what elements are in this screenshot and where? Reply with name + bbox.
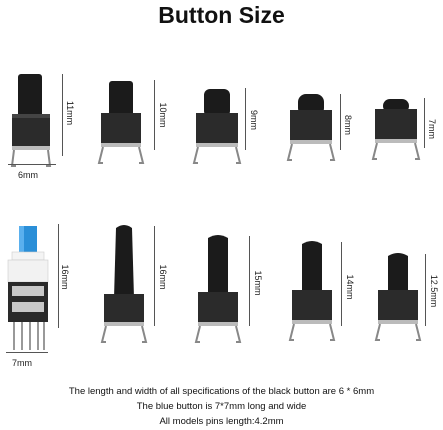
tact-switch-7mm (371, 99, 421, 160)
caption-black-button-size: The length and width of all specificatio… (68, 386, 375, 397)
height-label-16mm: 16mm (158, 264, 168, 290)
tact-switch-8mm (286, 94, 336, 161)
dim-line-blue-16mm (58, 224, 59, 328)
blue-self-lock-switch (7, 226, 49, 350)
tact-switch-15mm (194, 235, 242, 343)
height-label-15mm: 15mm (253, 270, 263, 296)
tact-switch-9mm (192, 89, 242, 164)
height-label-14mm: 14mm (345, 274, 355, 300)
tact-switch-16mm (100, 225, 148, 343)
height-label-12-5mm: 12.5mm (429, 274, 439, 308)
dim-line-7mm (424, 98, 425, 148)
width-label-7mm: 7mm (12, 358, 32, 368)
tact-switch-14mm (288, 241, 336, 341)
caption-blue-button-size: The blue button is 7*7mm long and wide (136, 401, 307, 412)
width-label-6mm: 6mm (18, 170, 38, 180)
width-line-7mm (6, 352, 48, 353)
height-label-11mm: 11mm (65, 100, 75, 126)
dim-line-9mm (245, 88, 246, 150)
tact-switch-10mm (97, 81, 145, 164)
height-label-8mm: 8mm (343, 115, 353, 135)
dim-line-15mm (249, 236, 250, 326)
height-label-7mm: 7mm (427, 119, 437, 139)
dim-line-12-5mm (425, 254, 426, 326)
page-title: Button Size (158, 2, 285, 28)
dim-line-14mm (341, 242, 342, 326)
height-label-9mm: 9mm (249, 110, 259, 130)
dim-line-16mm (154, 226, 155, 326)
width-line-6mm (8, 164, 56, 165)
dim-line-11mm (62, 74, 63, 156)
height-label-blue-16mm: 16mm (60, 264, 70, 290)
caption-pin-length: All models pins length:4.2mm (159, 416, 284, 427)
tact-switch-12-5mm (374, 253, 422, 341)
dim-line-8mm (340, 94, 341, 150)
tact-switch-11mm (10, 74, 52, 167)
dim-line-10mm (154, 80, 155, 150)
height-label-10mm: 10mm (158, 102, 168, 128)
